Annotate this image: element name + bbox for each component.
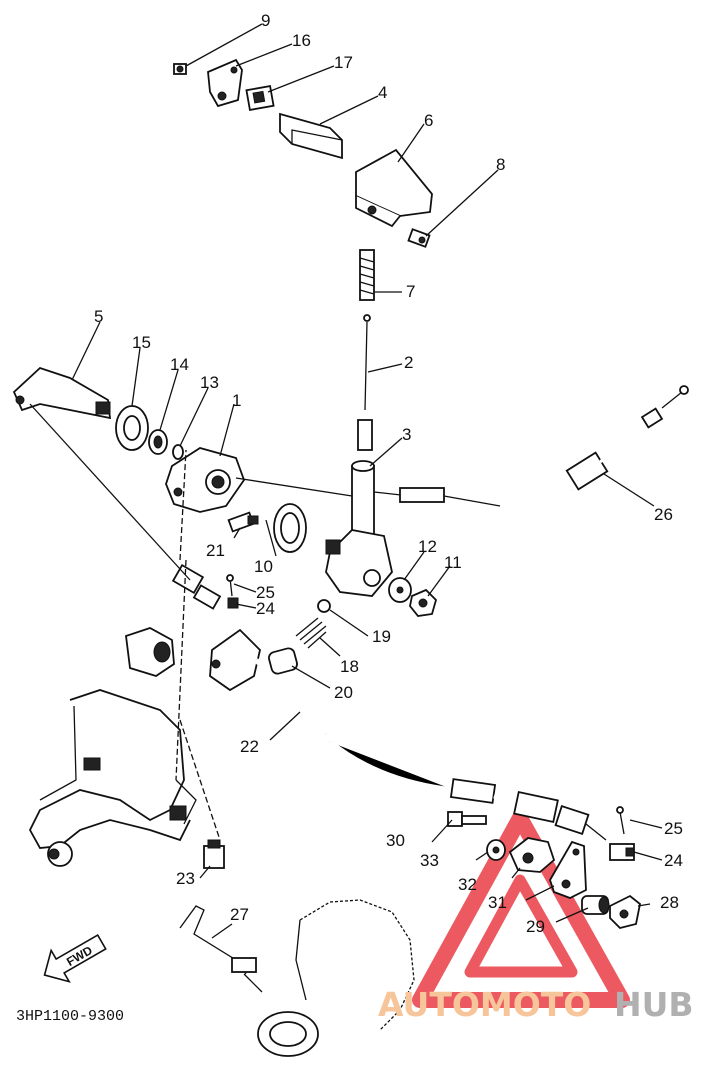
callout-3: 3: [402, 425, 411, 444]
part-washer-14: [148, 429, 168, 455]
part-housing-1: [165, 447, 246, 513]
part-screw-9: [173, 63, 187, 75]
part-lever-assembly: [28, 627, 197, 867]
callout-18: 18: [340, 657, 359, 676]
part-clip-17: [245, 85, 275, 111]
part-bolt-8: [407, 228, 431, 248]
callout-7: 7: [406, 282, 415, 301]
part-sensor-27: [179, 905, 263, 993]
part-pin-25-lower: [616, 806, 625, 835]
part-cap-20: [268, 647, 298, 675]
callout-6: 6: [424, 111, 433, 130]
part-seal-15: [115, 405, 149, 451]
callout-24: 24: [256, 599, 275, 618]
drawing-code: 3HP1100-9300: [16, 1008, 124, 1025]
callout-10: 10: [254, 557, 273, 576]
callout-4: 4: [378, 83, 387, 102]
part-arm-22: [209, 628, 607, 841]
callout-30: 30: [386, 831, 405, 850]
callout-22: 22: [240, 737, 259, 756]
part-nut-11: [409, 588, 438, 617]
part-link-24-25: [171, 563, 252, 642]
watermark-logo: AUTOMOTO HUB: [378, 985, 694, 1024]
callout-5: 5: [94, 307, 103, 326]
part-ball-19: [317, 599, 331, 613]
callout-33: 33: [420, 851, 439, 870]
callout-25: 25: [256, 583, 275, 602]
part-bolt-23: [203, 839, 225, 869]
callout-13: 13: [200, 373, 219, 392]
callout-31: 31: [488, 893, 507, 912]
part-plate-31: [549, 840, 587, 899]
watermark-text-automoto: AUTOMOTO: [378, 985, 591, 1024]
callout-labels: 9 16 17 4 6 8 7 2 3 5 15 14 13 1 21 10 1…: [94, 11, 683, 936]
watermark-triangle-icon: [412, 810, 630, 1008]
watermark-text-hub: HUB: [614, 985, 694, 1024]
part-spring-7: [359, 249, 375, 301]
callout-9: 9: [261, 11, 270, 30]
part-cap-6: [355, 148, 433, 228]
part-spring-18: [295, 617, 327, 649]
leader-lines: [29, 23, 663, 939]
callout-24-lower: 24: [664, 851, 683, 870]
callout-17: 17: [334, 53, 353, 72]
part-bolt-21: [227, 511, 259, 533]
callout-32: 32: [458, 875, 477, 894]
callout-21: 21: [206, 541, 225, 560]
callout-12: 12: [418, 537, 437, 556]
part-washer-33: [486, 839, 506, 861]
callout-19: 19: [372, 627, 391, 646]
callout-15: 15: [132, 333, 151, 352]
callout-29: 29: [526, 917, 545, 936]
part-rod-2: [357, 314, 373, 451]
part-washer-12: [388, 577, 412, 603]
callout-25-lower: 25: [664, 819, 683, 838]
part-clip-28: [609, 894, 641, 929]
part-gear-housing-3: [325, 460, 393, 597]
part-gasket-10: [273, 503, 307, 553]
part-bracket-16: [207, 58, 243, 108]
part-bushing-29: [581, 895, 610, 915]
fwd-arrow-icon: FWD: [43, 933, 107, 983]
callout-23: 23: [176, 869, 195, 888]
part-ring-13: [172, 444, 184, 460]
callout-1: 1: [232, 391, 241, 410]
part-pin-24-lower: [609, 843, 635, 861]
callout-26: 26: [654, 505, 673, 524]
callout-16: 16: [292, 31, 311, 50]
callout-28: 28: [660, 893, 679, 912]
callout-2: 2: [404, 353, 413, 372]
callout-11: 11: [444, 553, 462, 572]
part-block-4: [279, 112, 343, 160]
callout-14: 14: [170, 355, 189, 374]
part-cable-26: [373, 385, 689, 513]
callout-20: 20: [334, 683, 353, 702]
callout-27: 27: [230, 905, 249, 924]
part-bolt-30: [447, 811, 487, 827]
engine-outline: [257, 899, 415, 1057]
part-shaft-5: [12, 366, 112, 420]
callout-8: 8: [496, 155, 505, 174]
